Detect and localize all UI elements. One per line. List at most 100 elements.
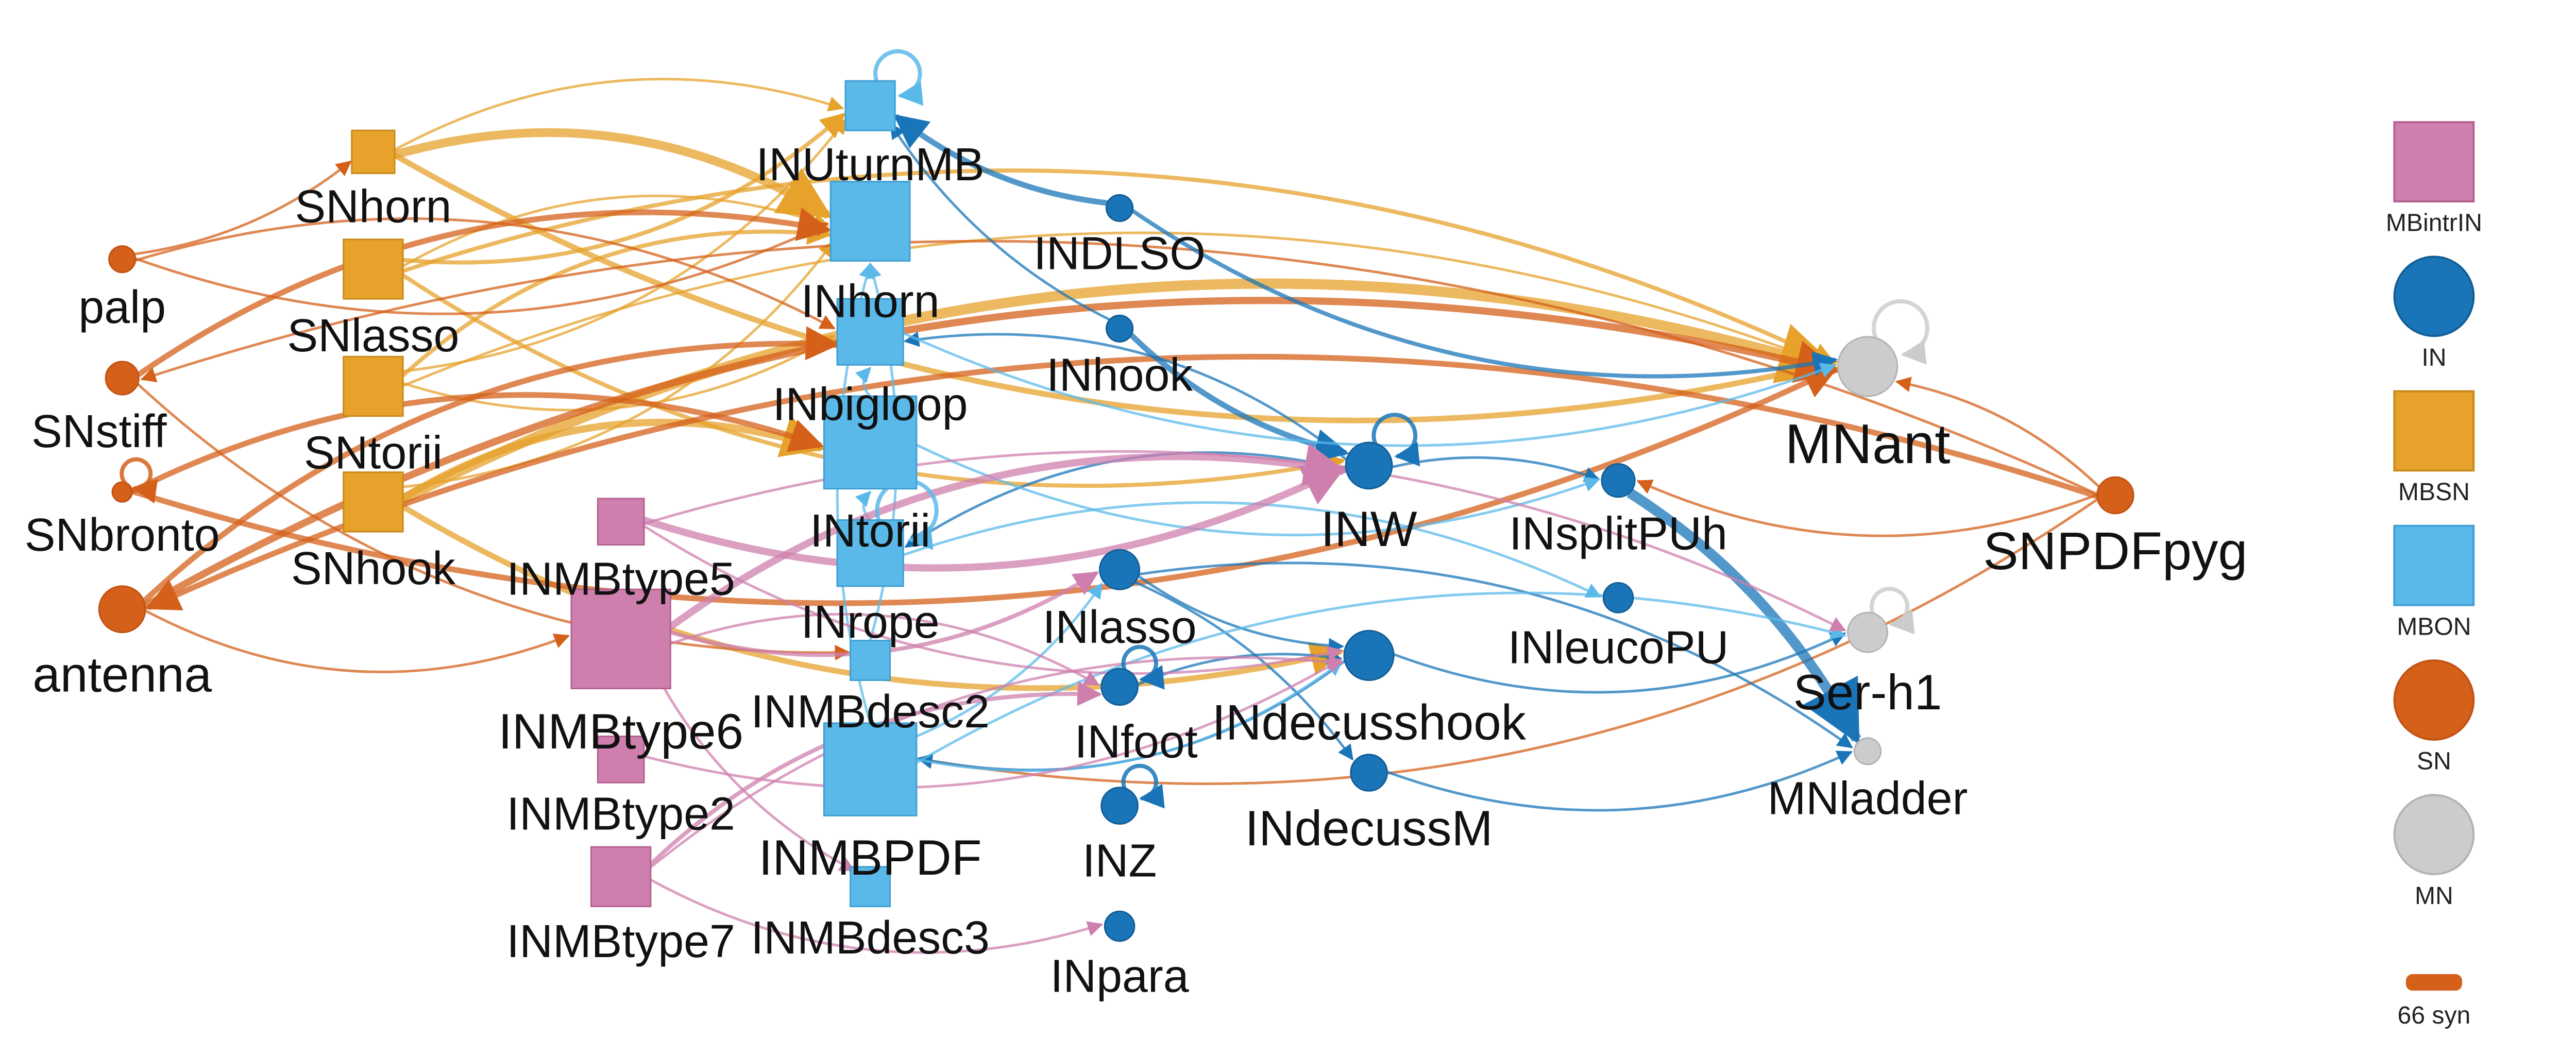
edge-palp-SNhorn xyxy=(134,160,352,256)
node-label-SNtorii: SNtorii xyxy=(304,428,443,479)
edge-SNPDFpyg-INMBPDF xyxy=(917,498,2098,785)
edge-INtorii-INsplitPUh xyxy=(916,444,1600,537)
node-palp[interactable] xyxy=(108,245,137,274)
node-INZ[interactable] xyxy=(1100,787,1139,825)
node-SNstiff[interactable] xyxy=(105,361,140,396)
edge-INMBtype5-INW xyxy=(642,464,1347,572)
edge-SNhorn-INhorn xyxy=(393,128,833,219)
node-SNtorii[interactable] xyxy=(343,355,404,417)
node-label-INMBdesc2: INMBdesc2 xyxy=(751,686,990,738)
legend-swatch-MBintrIN xyxy=(2393,121,2475,202)
node-SNbronto[interactable] xyxy=(111,481,133,503)
node-label-SNhook: SNhook xyxy=(291,543,455,594)
legend-label-MBintrIN: MBintrIN xyxy=(2386,209,2482,237)
self-loop-INrope xyxy=(875,479,939,550)
node-Ser-h1[interactable] xyxy=(1847,611,1888,653)
edge-INlasso-INdecusshook xyxy=(1137,575,1344,654)
edge-INdecusshook-Ser-h1 xyxy=(1393,632,1846,694)
node-antenna[interactable] xyxy=(98,585,146,634)
node-label-SNhorn: SNhorn xyxy=(295,181,451,232)
node-INbigloop[interactable] xyxy=(836,298,904,366)
node-INhorn[interactable] xyxy=(829,181,911,262)
edge-SNhorn-INUturnMB xyxy=(394,78,844,151)
edge-INMBtype7-INdecusshook xyxy=(648,654,1344,870)
edge-INlasso-MNladder xyxy=(1139,561,1853,748)
edge-palp-INbigloop xyxy=(134,217,836,330)
edge-INW-INbigloop xyxy=(903,331,1348,461)
edge-SNtorii-INhorn xyxy=(400,220,833,379)
node-label-INZ: INZ xyxy=(1082,835,1157,887)
self-loop-MNant xyxy=(1872,299,1929,365)
node-label-INUturnMB: INUturnMB xyxy=(756,139,985,191)
node-INpara[interactable] xyxy=(1104,910,1136,942)
edge-SNstiff-INMBdesc2 xyxy=(137,383,851,660)
node-label-MNant: MNant xyxy=(1785,413,1950,475)
edge-INsplitPUh-MNladder xyxy=(1626,488,1861,745)
legend-label-MBSN: MBSN xyxy=(2398,478,2470,506)
node-label-INDLSO: INDLSO xyxy=(1033,228,1206,280)
edge-INMBtype6-INfoot xyxy=(670,612,1100,686)
legend-swatch-SN xyxy=(2393,659,2475,741)
node-label-INW: INW xyxy=(1321,502,1417,557)
node-MNant[interactable] xyxy=(1837,336,1899,397)
label-layer: SNhornSNlassoSNtoriiSNhookpalpSNstiffSNb… xyxy=(25,139,2248,1002)
node-INMBtype5[interactable] xyxy=(597,498,645,546)
node-INW[interactable] xyxy=(1345,441,1393,490)
edge-SNhook-INtorii xyxy=(400,416,826,502)
node-INMBtype2[interactable] xyxy=(597,736,645,784)
node-INtorii[interactable] xyxy=(823,395,918,490)
node-INMBdesc2[interactable] xyxy=(850,640,891,681)
node-INDLSO[interactable] xyxy=(1106,194,1134,222)
edge-INrope-INleucoPU xyxy=(903,501,1602,598)
edge-SNbronto-MNant xyxy=(131,366,1838,606)
node-INhook[interactable] xyxy=(1106,314,1134,343)
node-INMBtype6[interactable] xyxy=(570,588,671,689)
legend-synapse-bar xyxy=(2405,974,2462,991)
edge-SNtorii-INUturnMB xyxy=(399,118,847,373)
node-layer xyxy=(98,80,2134,942)
node-MNladder[interactable] xyxy=(1853,737,1882,765)
node-SNhook[interactable] xyxy=(343,471,404,533)
node-label-INhook: INhook xyxy=(1046,349,1193,401)
self-loop-Ser-h1 xyxy=(1869,587,1915,635)
edge-INMBPDF-INdecusshook xyxy=(915,660,1343,772)
legend-swatch-MN xyxy=(2393,794,2475,876)
legend-label-SN: SN xyxy=(2417,747,2451,775)
edge-INMBtype6-INMBdesc3 xyxy=(655,673,856,872)
node-label-MNladder: MNladder xyxy=(1768,773,1968,825)
node-label-INMBtype7: INMBtype7 xyxy=(506,916,735,967)
legend-swatch-MBSN xyxy=(2393,390,2475,472)
node-INlasso[interactable] xyxy=(1099,549,1141,590)
node-INMBtype7[interactable] xyxy=(590,846,652,908)
self-loop-INZ xyxy=(1121,763,1165,809)
node-INrope[interactable] xyxy=(836,519,904,587)
edge-antenna-INbigloop xyxy=(142,326,840,604)
edge-SNlasso-INUturnMB xyxy=(401,112,846,265)
node-INUturnMB[interactable] xyxy=(844,80,896,131)
node-INfoot[interactable] xyxy=(1100,668,1139,706)
edge-SNPDFpyg-INsplitPUh xyxy=(1636,480,2098,537)
node-label-INtorii: INtorii xyxy=(810,505,930,557)
edge-SNPDFpyg-SNstiff xyxy=(140,240,2098,496)
edge-SNtorii-MNant xyxy=(402,231,1837,387)
node-SNlasso[interactable] xyxy=(343,239,404,300)
node-INdecussM[interactable] xyxy=(1350,754,1388,792)
node-SNPDFpyg[interactable] xyxy=(2096,476,2134,515)
node-SNhorn[interactable] xyxy=(351,129,396,174)
self-loop-INfoot xyxy=(1121,644,1165,690)
node-label-SNlasso: SNlasso xyxy=(287,310,459,362)
legend-label-IN: IN xyxy=(2421,344,2446,371)
legend-synapse-label: 66 syn xyxy=(2398,1001,2471,1029)
node-INMBdesc3[interactable] xyxy=(850,866,891,908)
edge-INMBPDF-INlasso xyxy=(906,583,1103,742)
node-label-antenna: antenna xyxy=(32,647,212,702)
node-INleucoPU[interactable] xyxy=(1602,582,1634,614)
edge-SNhook-MNant xyxy=(400,278,1841,504)
edge-palp-INhorn xyxy=(134,222,829,315)
node-INsplitPUh[interactable] xyxy=(1601,463,1636,498)
node-INdecusshook[interactable] xyxy=(1343,629,1395,682)
node-INMBPDF[interactable] xyxy=(823,722,918,816)
node-label-INMBtype6: INMBtype6 xyxy=(498,704,743,759)
